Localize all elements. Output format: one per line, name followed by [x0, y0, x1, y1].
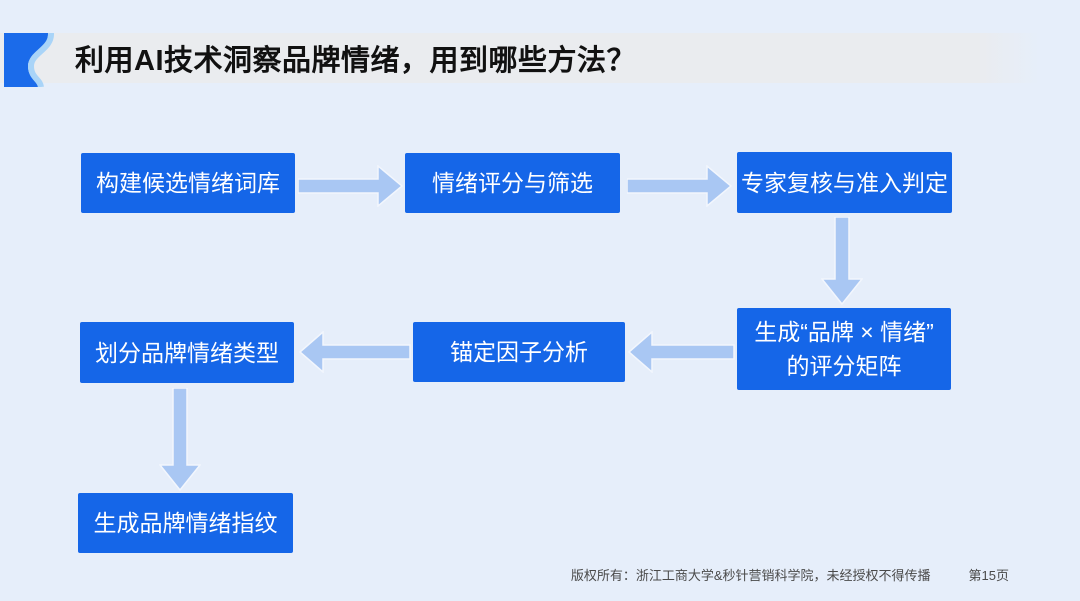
flow-box-rating-matrix: 生成“品牌 × 情绪” 的评分矩阵: [737, 308, 951, 390]
arrow-down-icon: [159, 388, 201, 491]
title-band: [0, 33, 1040, 83]
arrow-down-icon: [821, 217, 863, 305]
arrow-right-icon: [298, 165, 403, 207]
flow-box-label: 构建候选情绪词库: [96, 170, 280, 196]
flow-box-label: 生成“品牌 × 情绪”: [754, 319, 934, 345]
flow-box-score-filter: 情绪评分与筛选: [405, 153, 620, 213]
page-title: 利用AI技术洞察品牌情绪，用到哪些方法？: [75, 45, 637, 77]
arrow-left-icon: [299, 331, 411, 373]
arrow-right-icon: [627, 165, 732, 207]
flow-box-label: 划分品牌情绪类型: [95, 339, 279, 366]
flow-box-build-lexicon: 构建候选情绪词库: [81, 153, 295, 213]
flow-box-label: 锚定因子分析: [450, 339, 588, 365]
flow-box-classify-emotion: 划分品牌情绪类型: [80, 322, 294, 383]
title-accent-icon: [4, 32, 56, 88]
flow-box-label: 专家复核与准入判定: [741, 169, 948, 196]
flow-box-emotion-fingerprint: 生成品牌情绪指纹: [78, 493, 293, 553]
footer: 版权所有：浙江工商大学&秒针营销科学院，未经授权不得传播 第15页: [571, 565, 1009, 584]
flow-box-label: 情绪评分与筛选: [432, 170, 593, 196]
flow-box-anchor-factor: 锚定因子分析: [413, 322, 625, 382]
flow-box-label: 生成品牌情绪指纹: [93, 510, 278, 536]
footer-copyright: 版权所有：浙江工商大学&秒针营销科学院，未经授权不得传播: [570, 568, 931, 583]
arrow-left-icon: [628, 331, 735, 373]
flow-box-expert-review: 专家复核与准入判定: [737, 152, 952, 213]
footer-page-number: 第15页: [968, 568, 1009, 583]
flow-box-label: 的评分矩阵: [786, 353, 902, 379]
